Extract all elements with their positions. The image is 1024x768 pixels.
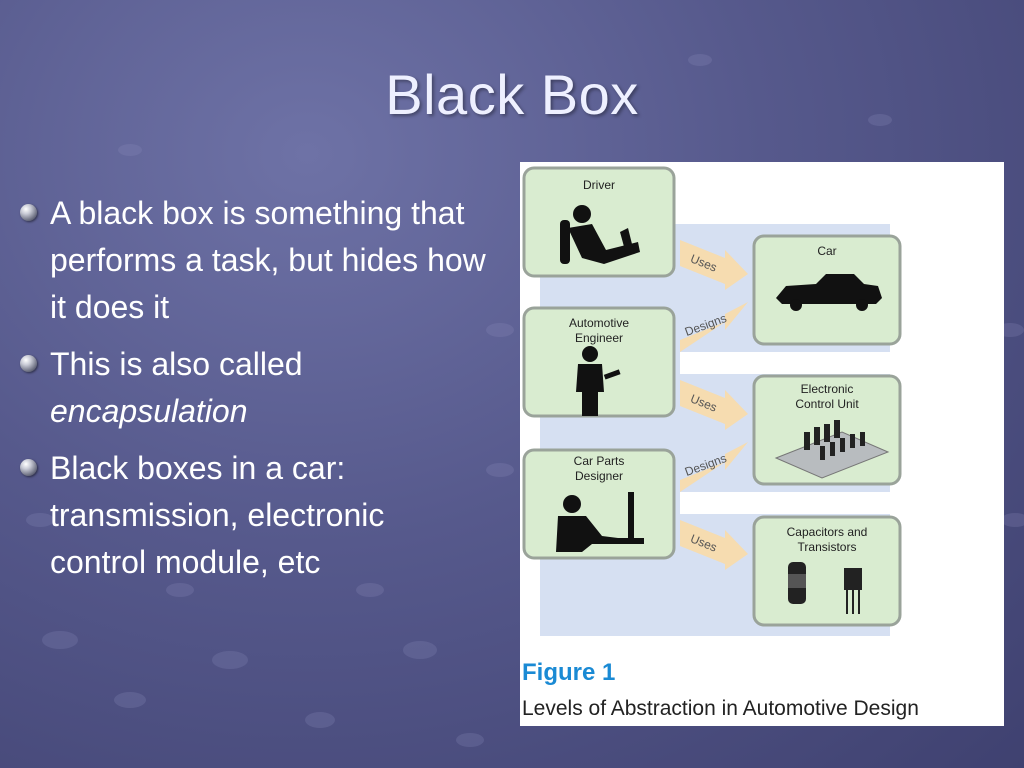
arrow-uses-3 <box>680 520 748 570</box>
slide-title: Black Box <box>385 63 639 126</box>
ecu-label: Electronic Control Unit <box>795 382 859 411</box>
sphere-bullet-icon <box>20 459 37 476</box>
bullet-text: A black box is something that performs a… <box>50 195 486 325</box>
sphere-bullet-icon <box>20 355 37 372</box>
components-label: Capacitors and Transistors <box>786 525 868 554</box>
arrow-uses-2 <box>680 380 748 430</box>
bullet-emphasis: encapsulation <box>50 393 248 429</box>
engineer-icon <box>576 346 621 416</box>
ecu-icon <box>774 420 890 479</box>
arrow-uses-1 <box>680 240 748 290</box>
car-icon <box>776 274 882 311</box>
designer-icon <box>556 492 644 552</box>
car-label: Car <box>817 244 837 258</box>
bullet-text: This is also called <box>50 346 303 382</box>
bullet-text: Black boxes in a car: transmission, elec… <box>50 450 385 580</box>
bullet-item: Black boxes in a car: transmission, elec… <box>16 445 486 586</box>
capacitor-transistor-icon <box>788 562 862 614</box>
driver-label: Driver <box>583 178 615 192</box>
bullet-item: A black box is something that performs a… <box>16 190 486 331</box>
sphere-bullet-icon <box>20 204 37 221</box>
bullet-item: This is also called encapsulation <box>16 341 486 435</box>
engineer-label: Automotive Engineer <box>568 316 630 345</box>
designer-label: Car Parts Designer <box>573 454 625 483</box>
figure-caption-title: Figure 1 <box>522 659 616 686</box>
abstraction-figure: Driver Automotive Engineer Car Parts Des… <box>520 162 1004 726</box>
driver-icon <box>560 205 640 264</box>
figure-diagram <box>522 166 902 636</box>
bullet-list: A black box is something that performs a… <box>16 190 486 596</box>
figure-caption-text: Levels of Abstraction in Automotive Desi… <box>522 697 919 720</box>
engineer-box <box>522 306 676 418</box>
